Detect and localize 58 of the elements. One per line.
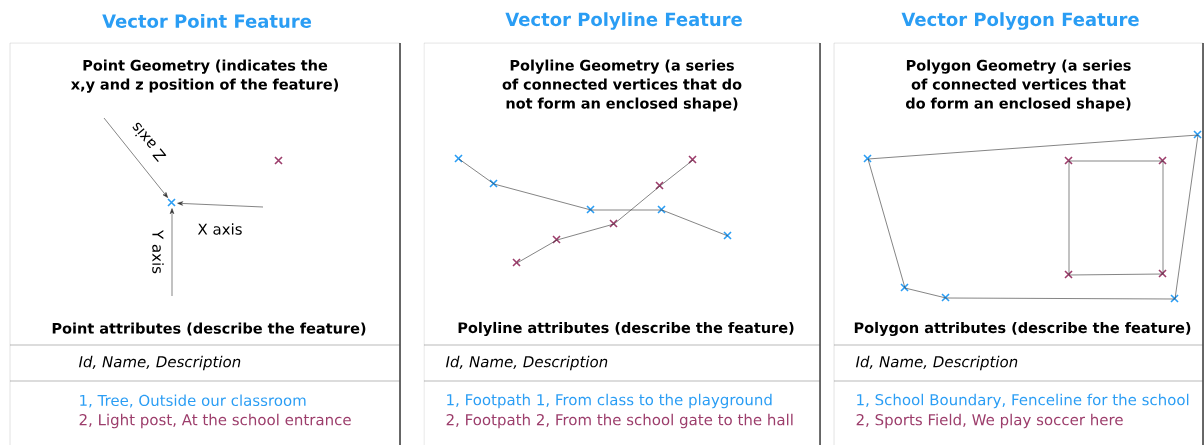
vertex-mark — [900, 283, 909, 292]
vertex-mark — [1158, 156, 1167, 165]
attributes-heading: Polyline attributes (describe the feature) — [458, 321, 794, 337]
data-row: 1, Footpath 1, From class to the playground 2, Footpath 2, From the school gate to the hall — [446, 393, 793, 429]
connecting-line — [661, 209, 729, 237]
vertex-mark — [167, 198, 176, 207]
axis-label: Y axis — [152, 230, 164, 274]
connecting-line — [1174, 134, 1199, 300]
connecting-line — [556, 223, 615, 241]
vertex-mark — [655, 181, 664, 190]
connecting-line — [516, 239, 558, 264]
axis-arrow — [177, 201, 264, 208]
vertex-mark — [274, 156, 283, 165]
header-row: Id, Name, Description — [423, 344, 821, 382]
vertex-mark — [489, 179, 498, 188]
attributes-heading: Polygon attributes (describe the feature) — [854, 321, 1191, 337]
connecting-line — [1068, 160, 1164, 162]
connecting-line — [1162, 160, 1164, 275]
header-row: Id, Name, Description — [833, 344, 1204, 382]
axis-arrow — [169, 208, 175, 297]
panel-title: Vector Polygon Feature — [901, 12, 1139, 30]
attributes-heading: Point attributes (describe the feature) — [52, 322, 366, 336]
axis-label: X axis — [197, 223, 242, 235]
panel-title: Vector Point Feature — [102, 14, 312, 28]
vertex-mark — [1170, 294, 1179, 303]
connecting-line — [613, 185, 661, 225]
vertex-mark — [657, 205, 666, 214]
connecting-line — [590, 209, 663, 211]
vertex-mark — [863, 154, 872, 163]
vertex-mark — [552, 235, 561, 244]
geometry-heading: Point Geometry (indicates the x,y and z position of the feature) — [70, 59, 338, 93]
axis-arrow — [103, 117, 168, 198]
vertex-mark — [941, 293, 950, 302]
vertex-mark — [1193, 130, 1202, 139]
connecting-line — [1068, 273, 1164, 276]
geometry-heading: Polygon Geometry (a series of connected vertices that do form an enclosed shape) — [905, 59, 1131, 112]
vertex-mark — [1158, 269, 1167, 278]
data-row: 1, School Boundary, Fenceline for the school 2, Sports Field, We play soccer here — [856, 393, 1189, 429]
vertex-mark — [454, 154, 463, 163]
geometry-heading: Polyline Geometry (a series of connected vertices that do not form an enclosed shape) — [502, 59, 742, 112]
connecting-line — [458, 158, 495, 185]
vertex-mark — [609, 219, 618, 228]
connecting-line — [659, 159, 694, 187]
vertex-mark — [1064, 270, 1073, 279]
vertex-mark — [723, 231, 732, 240]
connecting-line — [867, 134, 1199, 160]
data-row: 1, Tree, Outside our classroom 2, Light post, At the school entrance — [79, 394, 351, 429]
vertex-mark — [512, 258, 521, 267]
vertex-mark — [688, 155, 697, 164]
connecting-line — [1068, 160, 1070, 276]
vertex-mark — [586, 205, 595, 214]
panel-title: Vector Polyline Feature — [505, 12, 742, 30]
header-row: Id, Name, Description — [9, 344, 401, 382]
connecting-line — [945, 297, 1176, 300]
connecting-line — [493, 183, 592, 211]
connecting-line — [867, 158, 906, 289]
vertex-mark — [1064, 156, 1073, 165]
connecting-line — [904, 287, 947, 299]
